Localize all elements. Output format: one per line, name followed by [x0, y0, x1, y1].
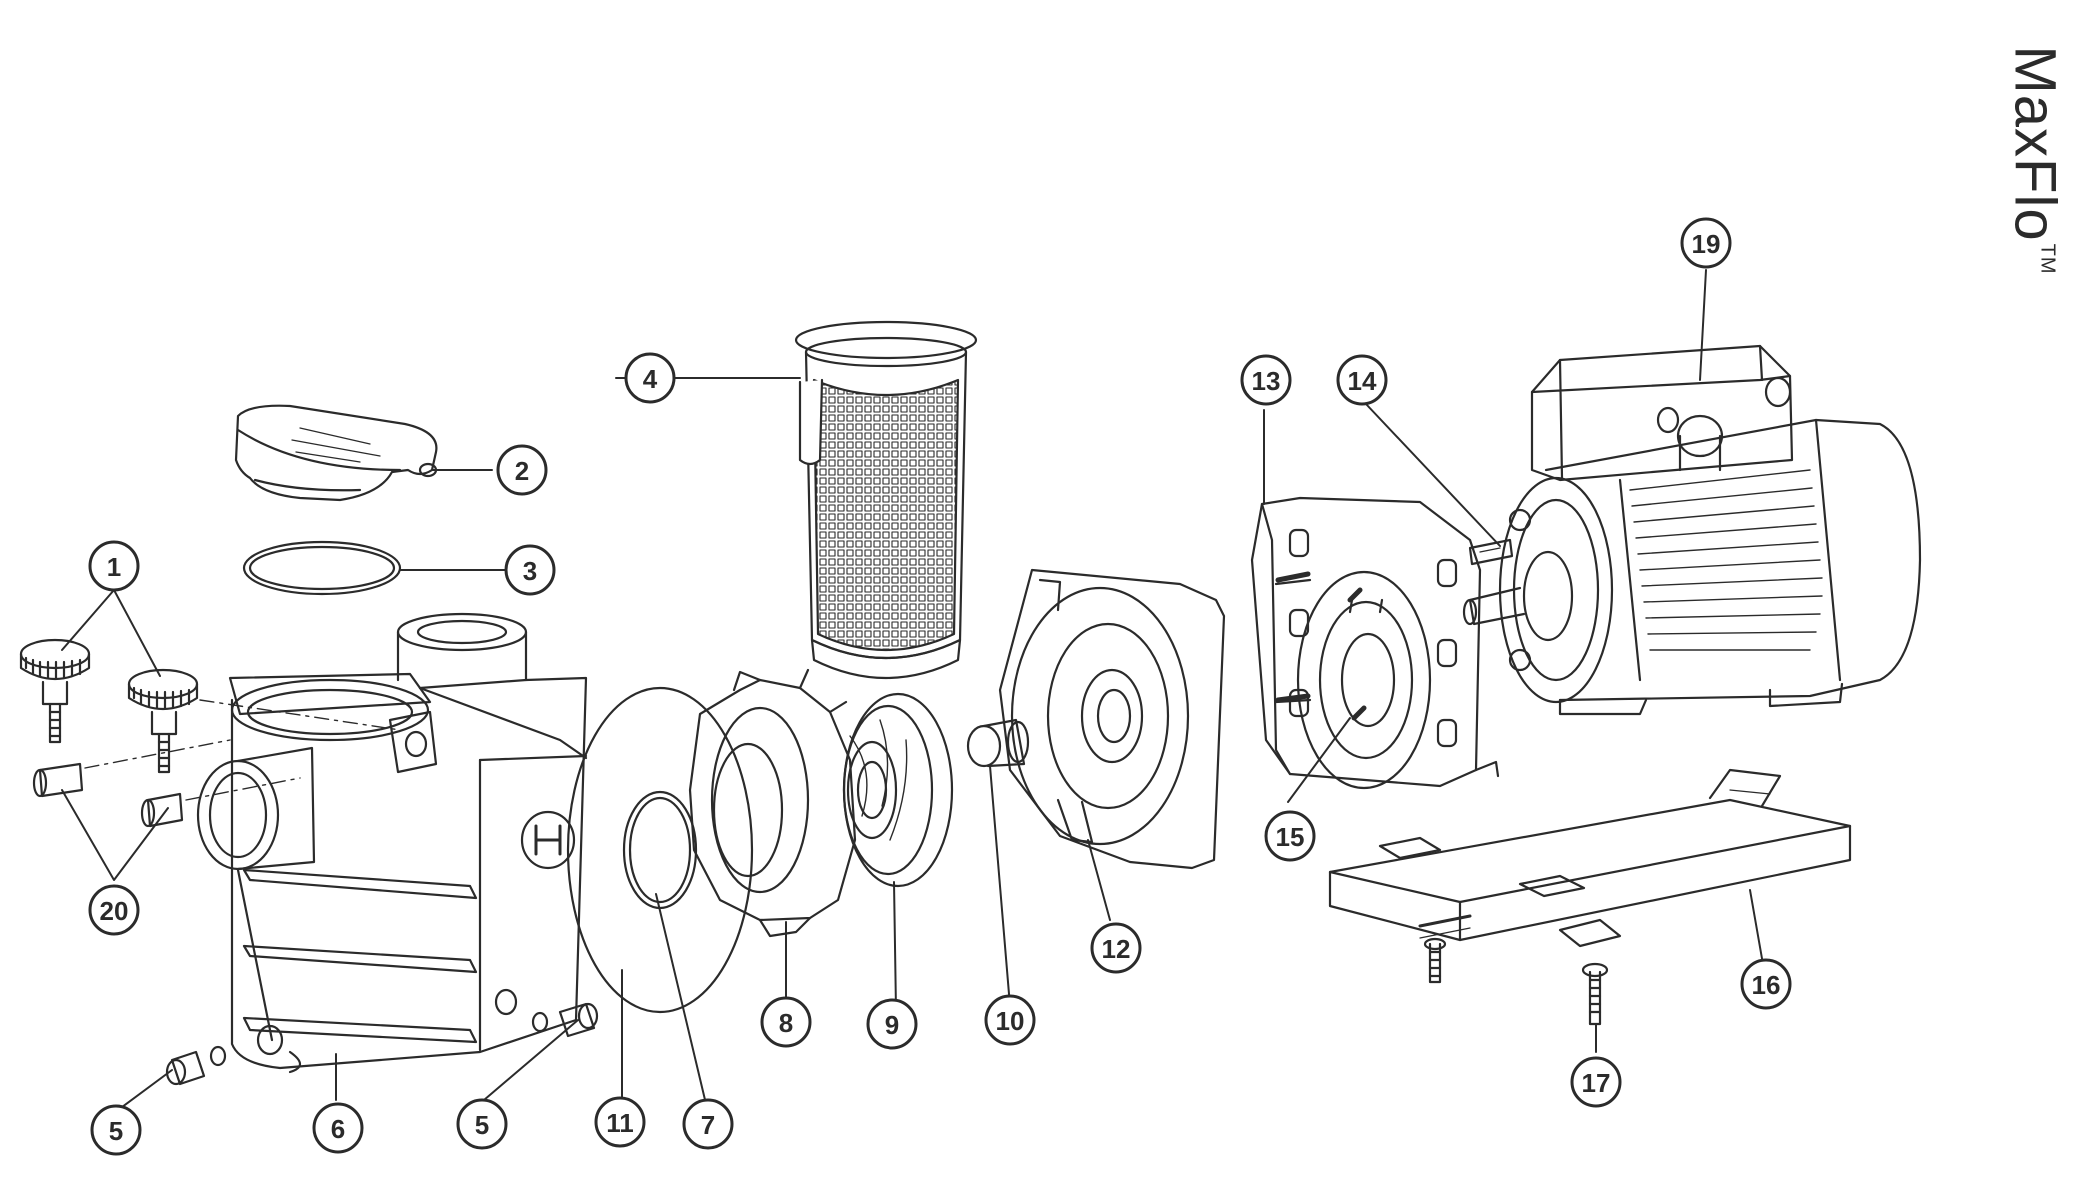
callout-12 [1090, 922, 1142, 974]
part-motor-adapter [1250, 496, 1500, 790]
callout-label: 11 [606, 1108, 634, 1138]
callout-6 [312, 1102, 364, 1154]
callout-16 [1740, 958, 1792, 1010]
part-motor [1462, 344, 1922, 716]
part-drain-plug-right [531, 1002, 599, 1038]
part-drain-plug-left [165, 1045, 227, 1086]
trademark-mark: TM [2036, 243, 2059, 275]
callout-7 [682, 1098, 734, 1150]
callout-3 [504, 544, 556, 596]
part-housing-gasket [566, 686, 754, 1014]
callout-label: 19 [1692, 229, 1721, 259]
callout-bubbles [88, 217, 1792, 1156]
part-shaft-seal [966, 718, 1030, 768]
callout-8 [760, 996, 812, 1048]
callout-4 [624, 352, 676, 404]
leader-lines [61, 269, 1765, 1111]
callout-label: 5 [475, 1110, 489, 1140]
part-diffuser-oring [622, 790, 698, 910]
part-diffuser [688, 668, 857, 938]
part-base-screws [1423, 937, 1609, 1026]
callout-label: 12 [1102, 934, 1131, 964]
callout-label: 2 [515, 456, 529, 486]
part-pins [32, 699, 401, 828]
callout-10 [984, 994, 1036, 1046]
part-knob-right [127, 668, 199, 774]
part-studs [1275, 571, 1367, 721]
callout-label: 5 [109, 1116, 123, 1146]
callout-labels: 1 2 3 4 5 5 6 7 8 9 10 11 12 13 14 15 16… [100, 229, 1781, 1146]
part-seal-plate [998, 568, 1226, 870]
part-knob-left [19, 638, 91, 744]
callout-20 [88, 884, 140, 936]
callout-label: 10 [996, 1006, 1025, 1036]
callout-label: 1 [107, 552, 121, 582]
callout-13 [1240, 354, 1292, 406]
part-motor-base [1328, 768, 1852, 948]
callout-1 [88, 540, 140, 592]
callout-11 [594, 1096, 646, 1148]
part-strainer-basket [794, 320, 978, 679]
part-lid-oring [242, 540, 402, 596]
callout-label: 3 [523, 556, 537, 586]
callout-label: 4 [643, 364, 658, 394]
callout-label: 17 [1582, 1068, 1611, 1098]
callout-17 [1570, 1056, 1622, 1108]
callout-19 [1680, 217, 1732, 269]
callout-label: 7 [701, 1110, 715, 1140]
part-pump-housing [196, 612, 588, 1074]
brand-name: MaxFloTM [2002, 45, 2068, 275]
callout-5b [456, 1098, 508, 1150]
callout-2 [496, 444, 548, 496]
callout-15 [1264, 810, 1316, 862]
callout-14 [1336, 354, 1388, 406]
callout-label: 15 [1276, 822, 1305, 852]
callout-label: 13 [1252, 366, 1281, 396]
callout-label: 8 [779, 1008, 793, 1038]
part-lid [234, 404, 438, 502]
callout-label: 9 [885, 1010, 899, 1040]
callout-label: 20 [100, 896, 129, 926]
part-impeller [842, 692, 954, 888]
callout-label: 14 [1348, 366, 1377, 396]
callout-5a [90, 1104, 142, 1156]
callout-9 [866, 998, 918, 1050]
callout-label: 6 [331, 1114, 345, 1144]
brand-label: MaxFloTM [1990, 40, 2080, 280]
callout-label: 16 [1752, 970, 1781, 1000]
